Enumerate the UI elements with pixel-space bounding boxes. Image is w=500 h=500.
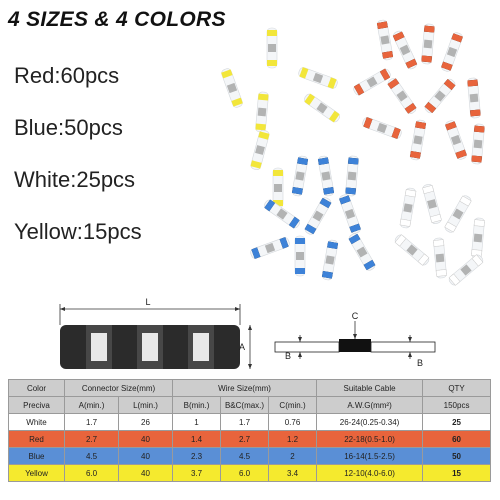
table-cell: 40 (117, 464, 174, 482)
qty-white: White:25pcs (14, 167, 136, 192)
header-qty: QTY (422, 379, 492, 397)
wire-dimension-drawing: C B B (274, 311, 436, 368)
table-cell: 1.7 (64, 413, 119, 431)
subheader-cell: A(min.) (64, 396, 119, 414)
label-B-left: B (285, 351, 291, 361)
label-A: A (239, 342, 245, 352)
table-cell: 40 (117, 430, 174, 448)
table-cell: 16-14(1.5-2.5) (316, 447, 424, 465)
table-header-row-2: Preciva A(min.) L(min.) B(min.) B&C(max.… (8, 396, 492, 414)
yellow-connectors (219, 27, 342, 209)
table-cell: 1.2 (268, 430, 318, 448)
spec-table: Color Connector Size(mm) Wire Size(mm) S… (8, 379, 492, 482)
subheader-cell: C(min.) (268, 396, 318, 414)
table-cell: White (8, 413, 65, 431)
header-suitable-cable: Suitable Cable (316, 379, 424, 397)
table-header-row-1: Color Connector Size(mm) Wire Size(mm) S… (8, 379, 492, 397)
subheader-cell: 150pcs (422, 396, 492, 414)
header-connector-size: Connector Size(mm) (63, 379, 174, 397)
table-cell: 2.7 (64, 430, 119, 448)
label-B-right: B (417, 358, 423, 368)
table-cell: 4.5 (64, 447, 119, 465)
table-cell: 3.4 (268, 464, 318, 482)
table-cell: 1 (172, 413, 222, 431)
table-cell: 12-10(4.0-6.0) (316, 464, 424, 482)
table-cell: Yellow (8, 464, 65, 482)
table-cell: 2 (268, 447, 318, 465)
table-cell: 25 (422, 413, 492, 431)
header-color: Color (8, 379, 65, 397)
label-L: L (145, 297, 150, 307)
subheader-cell: B(min.) (172, 396, 222, 414)
table-cell: 22-18(0.5-1.0) (316, 430, 424, 448)
table-cell: 50 (422, 447, 492, 465)
table-cell: 3.7 (172, 464, 222, 482)
table-cell: 4.5 (220, 447, 270, 465)
subheader-cell: Preciva (8, 396, 65, 414)
qty-yellow: Yellow:15pcs (14, 219, 142, 244)
table-cell: 26-24(0.25-0.34) (316, 413, 424, 431)
subheader-cell: L(min.) (117, 396, 174, 414)
table-cell: 15 (422, 464, 492, 482)
table-cell: 2.7 (220, 430, 270, 448)
qty-red: Red:60pcs (14, 63, 120, 88)
blue-connectors (248, 154, 377, 282)
dimension-diagram: L A C B B (59, 297, 436, 369)
table-cell: Blue (8, 447, 65, 465)
table-cell: 6.0 (64, 464, 119, 482)
subheader-cell: B&C(max.) (220, 396, 270, 414)
subheader-cell: A.W.G(mm²) (316, 396, 424, 414)
table-cell: 0.76 (268, 413, 318, 431)
table-cell: 40 (117, 447, 174, 465)
table-cell: 26 (117, 413, 174, 431)
table-cell: Red (8, 430, 65, 448)
table-cell: 6.0 (220, 464, 270, 482)
label-C: C (352, 311, 359, 321)
connector-dimension-drawing: L A (59, 297, 252, 369)
table-cell: 1.7 (220, 413, 270, 431)
qty-blue: Blue:50pcs (14, 115, 123, 140)
table-cell: 2.3 (172, 447, 222, 465)
table-cell: 60 (422, 430, 492, 448)
table-cell: 1.4 (172, 430, 222, 448)
white-connectors (392, 182, 486, 288)
product-photo (219, 18, 486, 288)
red-connectors (351, 18, 486, 165)
headline: 4 SIZES & 4 COLORS (8, 8, 226, 31)
header-wire-size: Wire Size(mm) (172, 379, 318, 397)
